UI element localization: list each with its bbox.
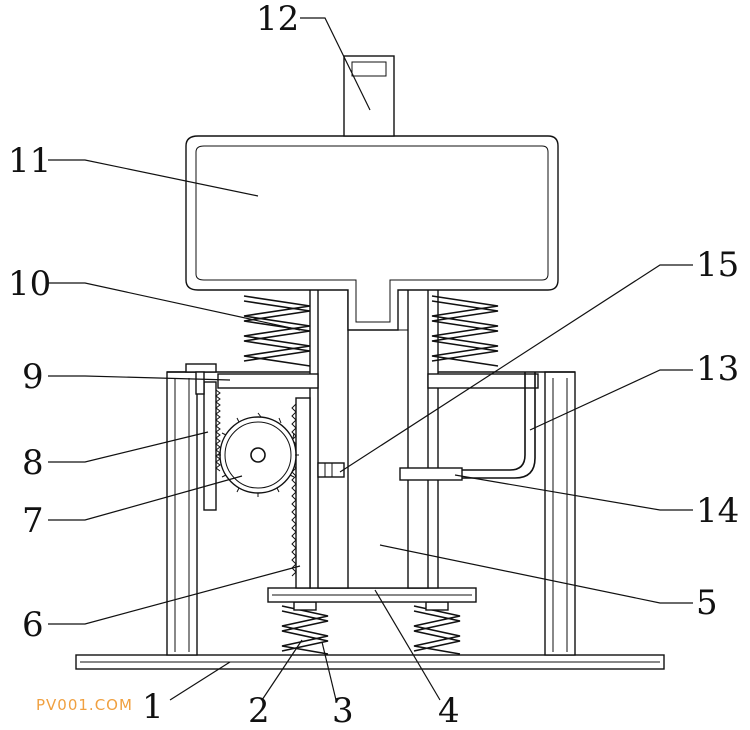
rack [291, 397, 311, 589]
label-3: 3 [332, 691, 354, 730]
outer-frame [166, 371, 576, 656]
watermark: PV001.COM [36, 696, 133, 714]
support-plate [267, 587, 477, 603]
label-5: 5 [696, 583, 718, 623]
connector [317, 462, 345, 478]
label-7: 7 [22, 501, 44, 541]
label-12: 12 [256, 0, 299, 39]
upper-springs [243, 295, 499, 367]
label-9: 9 [22, 357, 44, 397]
gear [217, 412, 299, 497]
label-13: 13 [696, 349, 739, 389]
cross-plates [217, 373, 539, 389]
lower-springs [281, 601, 461, 655]
label-1: 1 [142, 687, 164, 727]
inlet-pipe [343, 55, 395, 137]
tank [185, 135, 559, 331]
central-column [309, 287, 439, 589]
label-11: 11 [8, 141, 51, 181]
label-4: 4 [438, 691, 460, 730]
leader-lines [48, 17, 693, 701]
base-plate [75, 654, 665, 670]
label-8: 8 [22, 443, 44, 483]
label-2: 2 [248, 691, 270, 730]
guide-bar [203, 381, 221, 511]
label-6: 6 [22, 605, 44, 645]
top-knob [185, 363, 217, 395]
small-spring [399, 467, 463, 481]
bent-pipe [462, 372, 536, 479]
label-14: 14 [696, 491, 739, 531]
label-10: 10 [8, 264, 51, 304]
label-15: 15 [696, 245, 739, 285]
